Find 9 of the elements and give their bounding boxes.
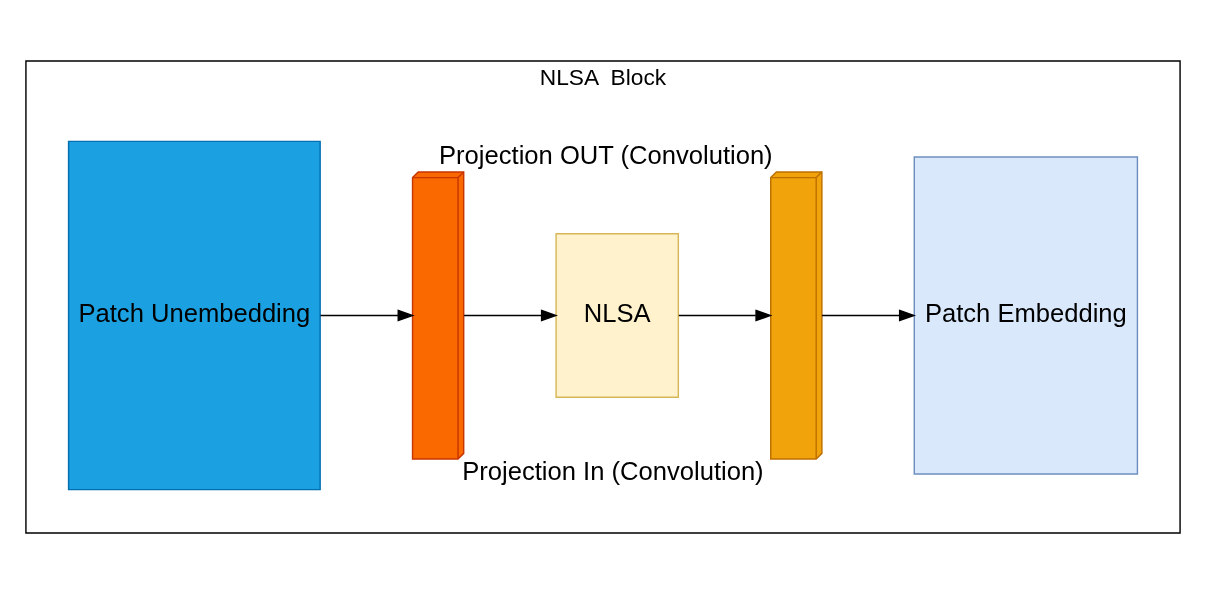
arrow <box>463 309 558 322</box>
arrow <box>821 309 916 322</box>
node-box: Patch Embedding <box>913 156 1139 475</box>
node-label: Projection In (Convolution) <box>462 456 764 485</box>
node-box: NLSA <box>555 233 680 398</box>
node-box: Patch Unembedding <box>67 140 321 491</box>
node-label: Projection OUT (Convolution) <box>439 140 773 169</box>
arrow <box>678 309 773 322</box>
arrow <box>319 309 415 322</box>
